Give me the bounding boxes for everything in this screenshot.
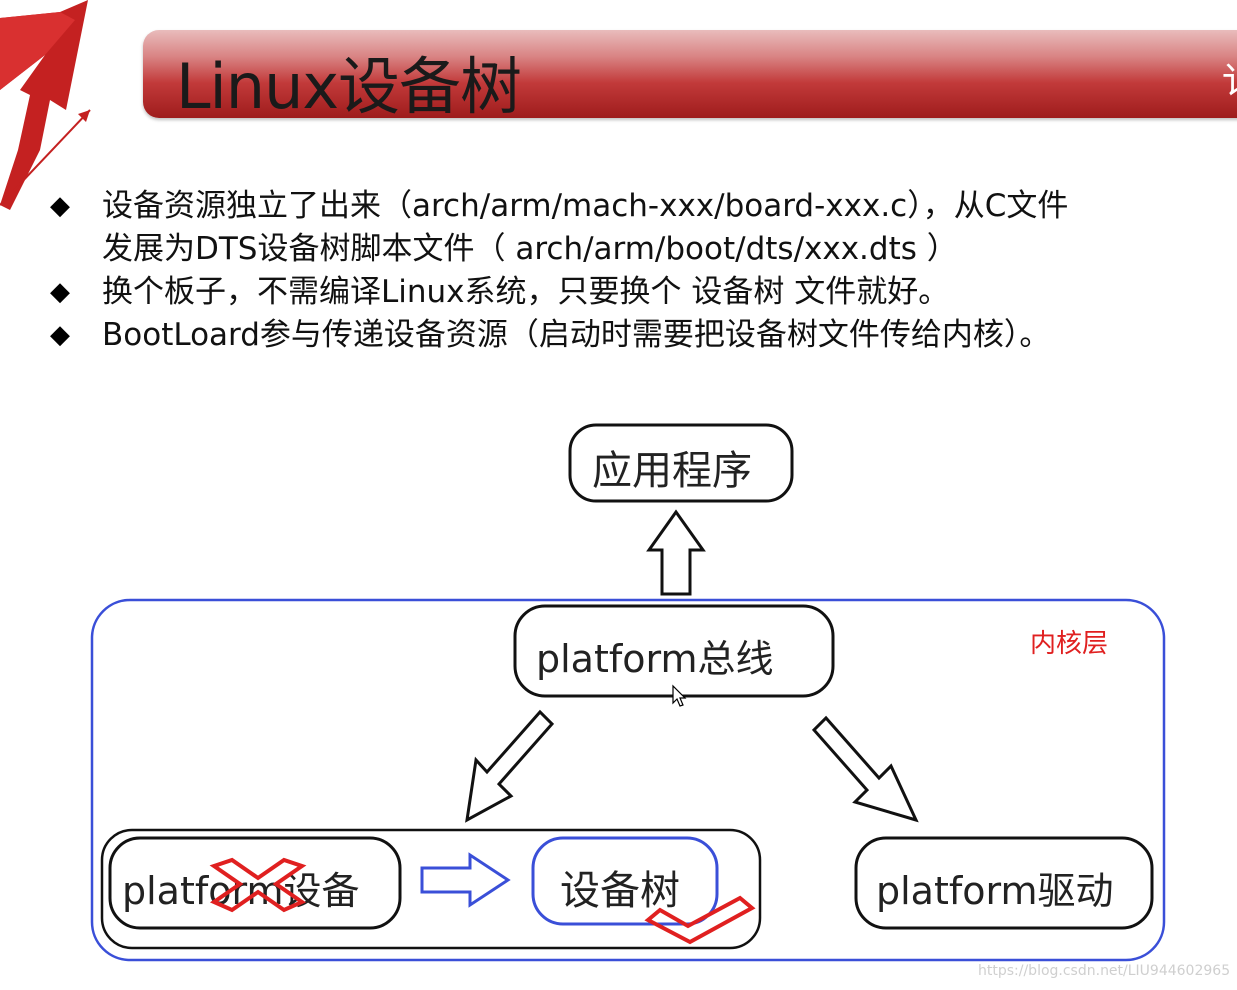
driver-node-box xyxy=(854,836,1154,930)
device-node-box xyxy=(108,836,402,930)
device-tree-node-box xyxy=(531,836,719,926)
blue-right-arrow-icon xyxy=(420,852,511,908)
down-right-arrow-icon xyxy=(811,715,919,823)
logo-arrow-icon xyxy=(0,0,91,210)
bullet-text-1: 设备资源独立了出来（arch/arm/mach-xxx/board-xxx.c）… xyxy=(102,188,1069,224)
driver-node-label: platform驱动 xyxy=(876,869,1114,913)
watermark: https://blog.csdn.net/LIU944602965 xyxy=(978,963,1231,979)
app-node-box xyxy=(568,423,794,503)
mouse-cursor-icon xyxy=(672,684,687,707)
cross-mark-icon xyxy=(209,857,307,913)
bullet-text-3: BootLoard参与传递设备资源（启动时需要把设备树文件传给内核）。 xyxy=(102,317,1051,353)
up-arrow-icon xyxy=(646,509,706,596)
device-tree-node-label: 设备树 xyxy=(560,868,680,914)
kernel-layer-label: 内核层 xyxy=(1030,629,1109,659)
bus-node-label: platform总线 xyxy=(536,637,774,681)
device-group-box xyxy=(100,828,762,950)
check-mark-icon xyxy=(644,895,756,945)
kernel-layer-box xyxy=(90,598,1166,962)
down-left-arrow-icon xyxy=(465,709,555,823)
bullet-text-1-cont: 发展为DTS设备树脚本文件（ arch/arm/boot/dts/xxx.dts… xyxy=(102,231,958,267)
page-title: Linux设备树 xyxy=(176,50,522,123)
title-bar xyxy=(143,30,1237,118)
bullet-text-2: 换个板子，不需编译Linux系统，只要换个 设备树 文件就好。 xyxy=(102,274,950,310)
bullet-diamond-icon: ◆ xyxy=(50,277,70,307)
bullet-diamond-icon: ◆ xyxy=(50,191,70,221)
bullet-diamond-icon: ◆ xyxy=(50,320,70,350)
title-edge-char: 讠 xyxy=(1222,52,1237,104)
app-node-label: 应用程序 xyxy=(592,448,752,494)
